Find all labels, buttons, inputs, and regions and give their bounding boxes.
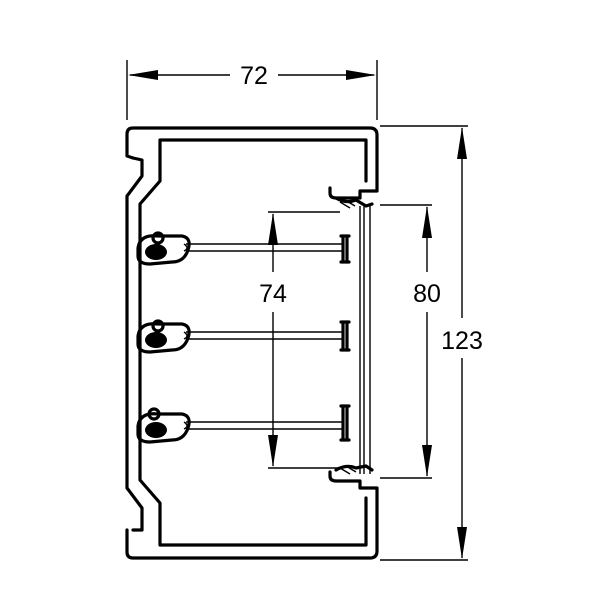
- separator-clip-3: [136, 412, 191, 444]
- dimension-total-height: 123: [380, 125, 483, 561]
- inner-height-label: 74: [259, 280, 287, 308]
- separator-clip-fill-1: [145, 244, 167, 260]
- separator-clip-2: [136, 322, 191, 354]
- width-arrow-left: [128, 70, 158, 80]
- separator-clip-fill-2: [145, 332, 167, 348]
- total-height-label: 123: [441, 327, 483, 355]
- separator-clip-eye-3: [147, 407, 161, 421]
- separator-clip-eye-1: [151, 231, 165, 245]
- dimension-inner-height: 74: [259, 211, 340, 469]
- width-dimension-label: 72: [240, 62, 268, 90]
- separator-clip-eye-2: [151, 319, 165, 333]
- trunking-base-profile: [125, 126, 379, 560]
- dimension-opening-height: 80: [380, 204, 441, 479]
- base-outer-contour: [125, 126, 379, 560]
- base-inner-contour: [138, 138, 368, 547]
- separator-tee-2: [339, 320, 351, 352]
- dimension-width: 72: [126, 60, 378, 120]
- separator-tee-1: [339, 234, 351, 264]
- opening-arrow-bottom: [422, 445, 432, 477]
- separator-clip-fill-3: [145, 422, 167, 438]
- separator-tee-3: [339, 404, 351, 442]
- total-arrow-top: [457, 127, 467, 159]
- separator-rail-2: [136, 319, 351, 354]
- width-arrow-right: [346, 70, 376, 80]
- inner-arrow-top: [268, 213, 278, 245]
- base-right-wall-inner: [359, 206, 371, 474]
- total-arrow-bottom: [457, 527, 467, 559]
- inner-arrow-bottom: [268, 435, 278, 467]
- separator-rail-1: [136, 231, 351, 266]
- separator-rail-3: [136, 404, 351, 444]
- separator-stem-3: [183, 421, 343, 430]
- separator-stem-2: [183, 331, 343, 340]
- separator-clip-1: [136, 234, 191, 266]
- opening-arrow-top: [422, 206, 432, 238]
- base-left-wall-outer: [125, 156, 144, 532]
- base-lip-hatch: [339, 199, 357, 475]
- opening-height-label: 80: [413, 280, 441, 308]
- separator-stem-1: [183, 243, 343, 252]
